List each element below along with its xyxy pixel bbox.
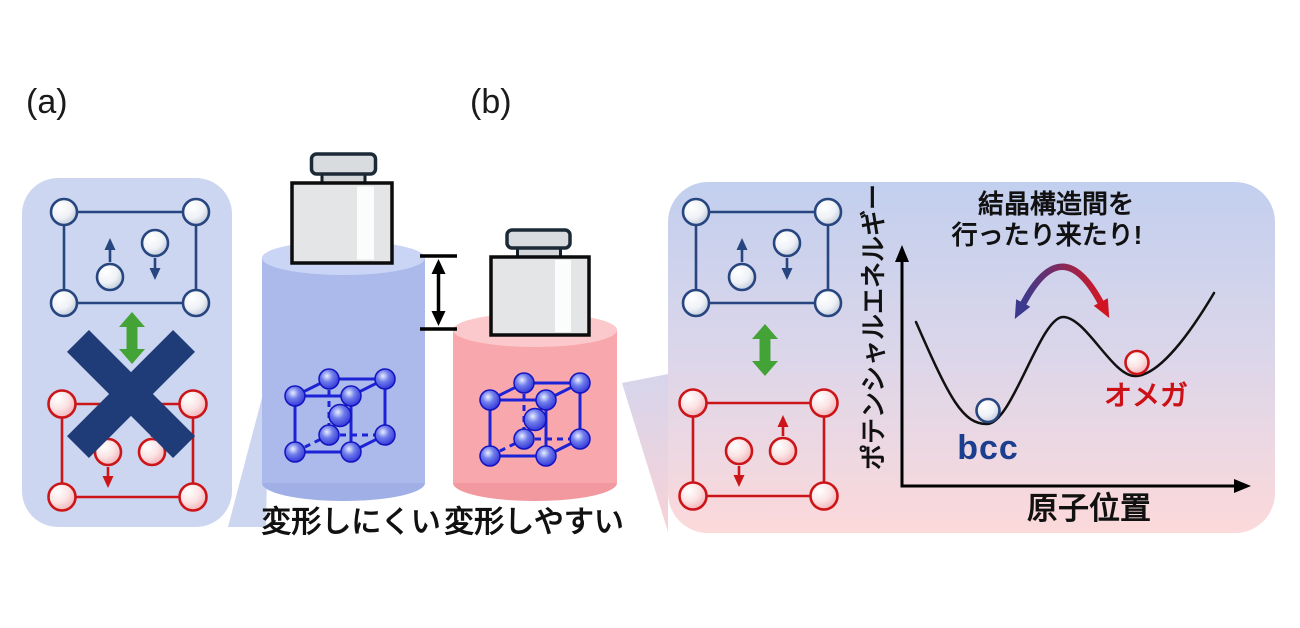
cross-icon: [67, 330, 195, 458]
cylinder-hard: [262, 241, 425, 501]
bcc-well-label: bcc: [957, 429, 1019, 467]
energy-plot: [895, 245, 1251, 493]
cylinder-soft: [453, 313, 617, 501]
arc-arrowhead-left: [1014, 299, 1031, 319]
y-axis-arrowhead: [895, 245, 909, 262]
panel-b-label: (b): [470, 83, 512, 121]
panel-b-pointer: [622, 374, 668, 532]
omega-ball: [1124, 349, 1150, 376]
x-axis-arrowhead: [1234, 479, 1251, 493]
weight-icon-b: [489, 228, 591, 337]
cylinder-soft-caption: 変形しやすい: [444, 506, 624, 539]
y-axis-label: ポテンシャルエネルギー: [858, 183, 889, 471]
transition-arc-arrow: [1019, 263, 1105, 308]
bcc-ball: [975, 397, 1001, 424]
annotation-line2: 行ったり来たり!: [951, 220, 1143, 250]
weight-icon-a: [290, 152, 394, 265]
height-difference-arrow: [420, 254, 457, 331]
energy-curve: [914, 291, 1216, 426]
omega-well-label: オメガ: [1103, 380, 1189, 411]
arc-arrowhead-right: [1093, 298, 1110, 318]
annotation-line1: 結晶構造間を: [977, 189, 1135, 219]
panel-a-pointer: [228, 371, 269, 527]
cylinder-hard-caption: 変形しにくい: [261, 506, 441, 539]
x-axis-label: 原子位置: [1027, 491, 1151, 526]
energy-panel-background: [668, 182, 1275, 533]
panel-a-label: (a): [26, 83, 68, 121]
